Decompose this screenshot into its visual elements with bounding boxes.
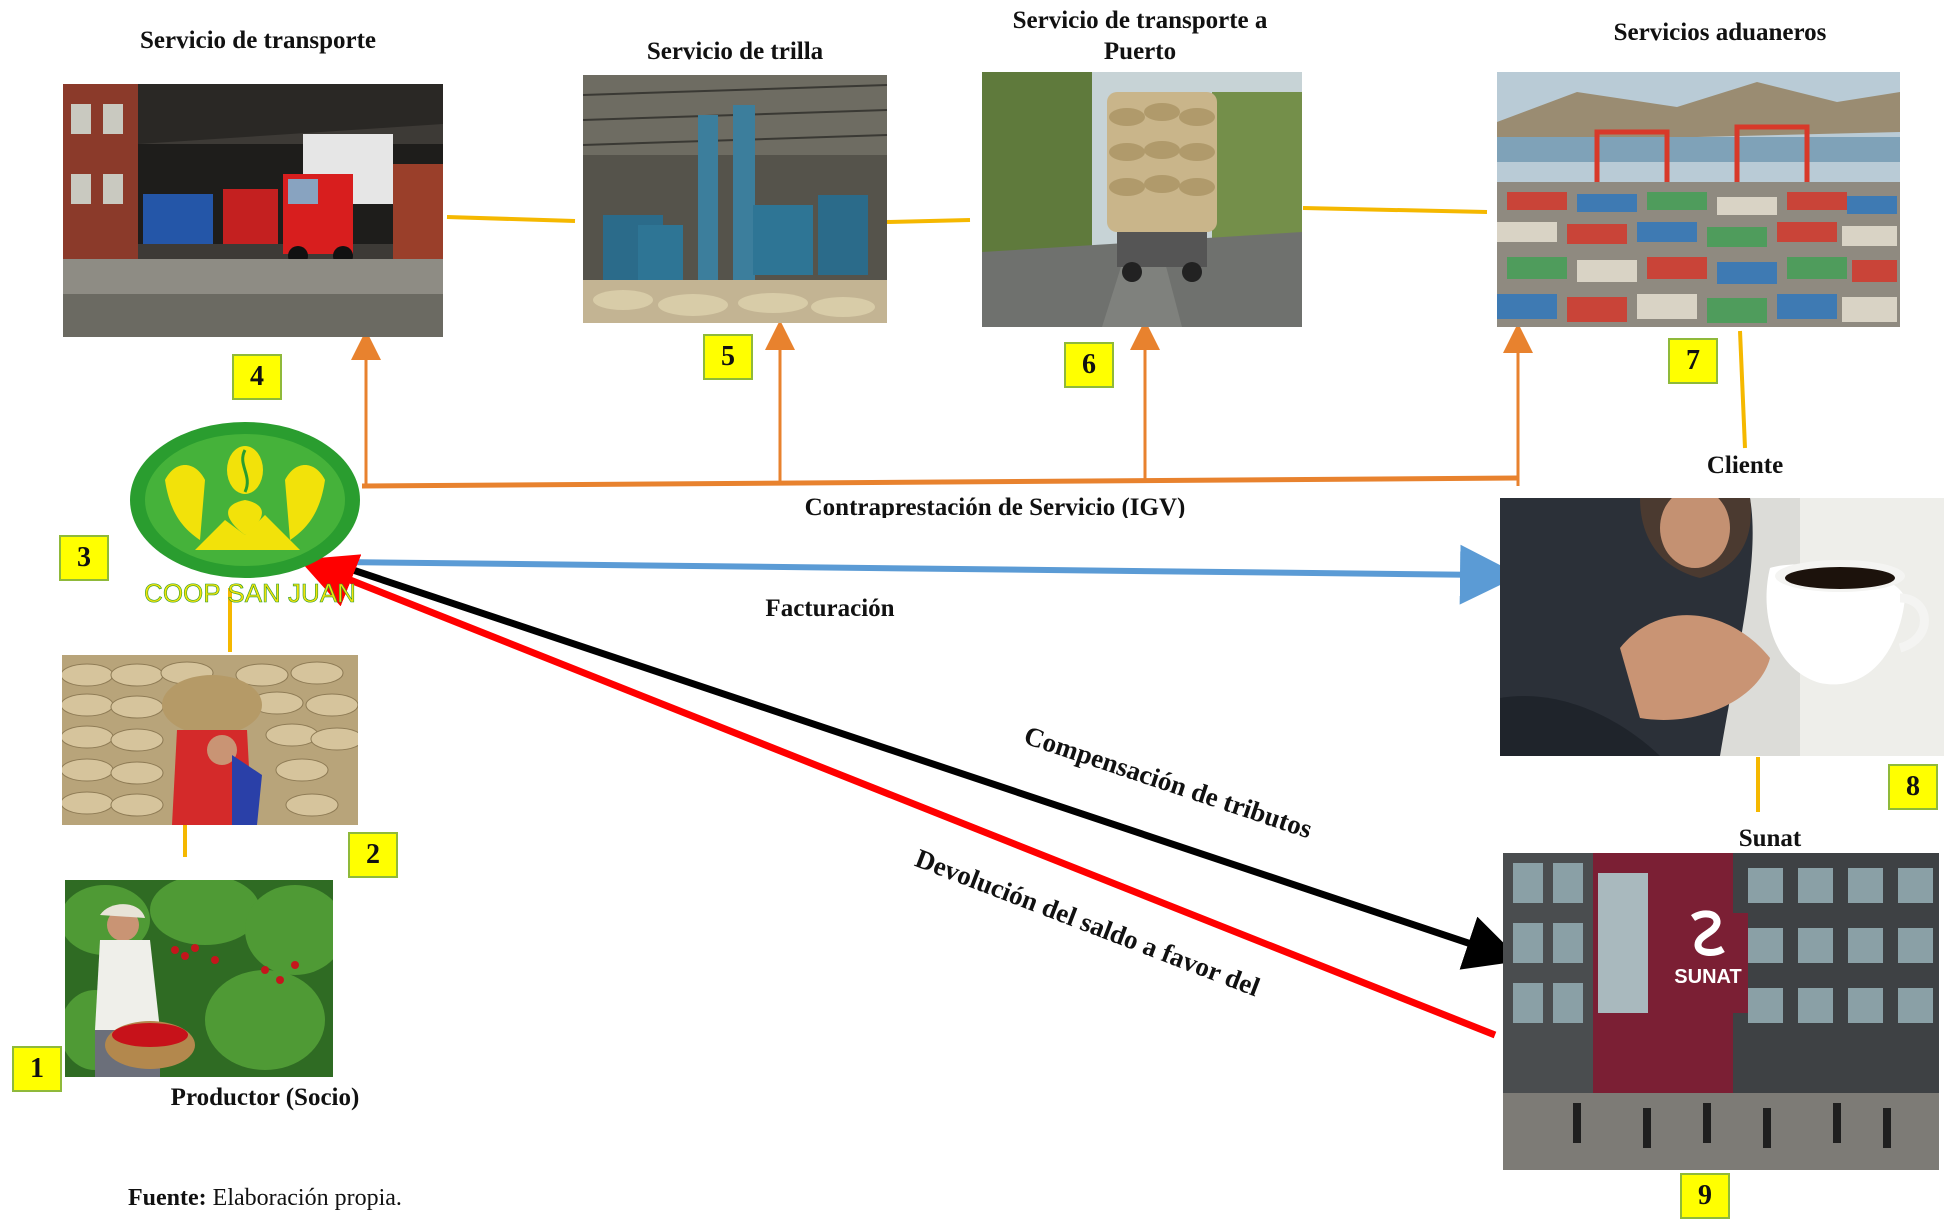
badge-3: 3 <box>59 535 109 581</box>
photo-aduaneros <box>1497 72 1900 327</box>
label-contraprestacion: Contraprestación de Servicio (IGV) <box>804 494 1186 518</box>
photo-cliente <box>1500 498 1944 756</box>
badge-9: 9 <box>1680 1173 1730 1219</box>
igv-main-line <box>361 475 1519 489</box>
link-aduana-cliente <box>1738 330 1747 449</box>
link-puerto-aduana <box>1302 206 1488 214</box>
link-trilla-puerto <box>886 218 971 224</box>
badge-1: 1 <box>12 1046 62 1092</box>
title-sunat: Sunat <box>1738 825 1802 852</box>
photo-transporte-puerto <box>982 72 1302 327</box>
logo-text: COOP SAN JUAN <box>144 578 356 608</box>
photo-sunat: SUNAT <box>1503 853 1939 1170</box>
badge-4: 4 <box>232 354 282 400</box>
source-text: Elaboración propia. <box>212 1185 402 1211</box>
link-transporte-trilla <box>446 215 576 223</box>
title-transporte-puerto: Servicio de transporte a Puerto <box>1012 7 1268 66</box>
badge-6: 6 <box>1064 342 1114 388</box>
title-productor: Productor (Socio) <box>170 1084 360 1111</box>
coop-logo: COOP SAN JUAN <box>125 420 380 615</box>
badge-7: 7 <box>1668 338 1718 384</box>
photo-trilla <box>583 75 887 323</box>
photo-acopio <box>62 655 358 825</box>
badge-5: 5 <box>703 334 753 380</box>
label-facturacion: Facturación <box>765 595 895 622</box>
title-cliente: Cliente <box>1706 452 1784 479</box>
source-label: Fuente: <box>128 1185 207 1211</box>
photo-transporte <box>63 84 443 337</box>
photo-productor <box>65 880 333 1077</box>
badge-8: 8 <box>1888 764 1938 810</box>
compensacion-arrow <box>336 561 1522 970</box>
badge-2: 2 <box>348 832 398 878</box>
title-transporte: Servicio de transporte <box>139 27 377 54</box>
title-trilla: Servicio de trilla <box>646 38 824 65</box>
sunat-sign-text: SUNAT <box>1674 966 1741 988</box>
source-note: Fuente: Elaboración propia. <box>128 1185 402 1212</box>
facturacion-arrow <box>337 544 1520 605</box>
devolucion-arrow <box>298 554 1497 1039</box>
title-aduaneros: Servicios aduaneros <box>1613 19 1827 46</box>
